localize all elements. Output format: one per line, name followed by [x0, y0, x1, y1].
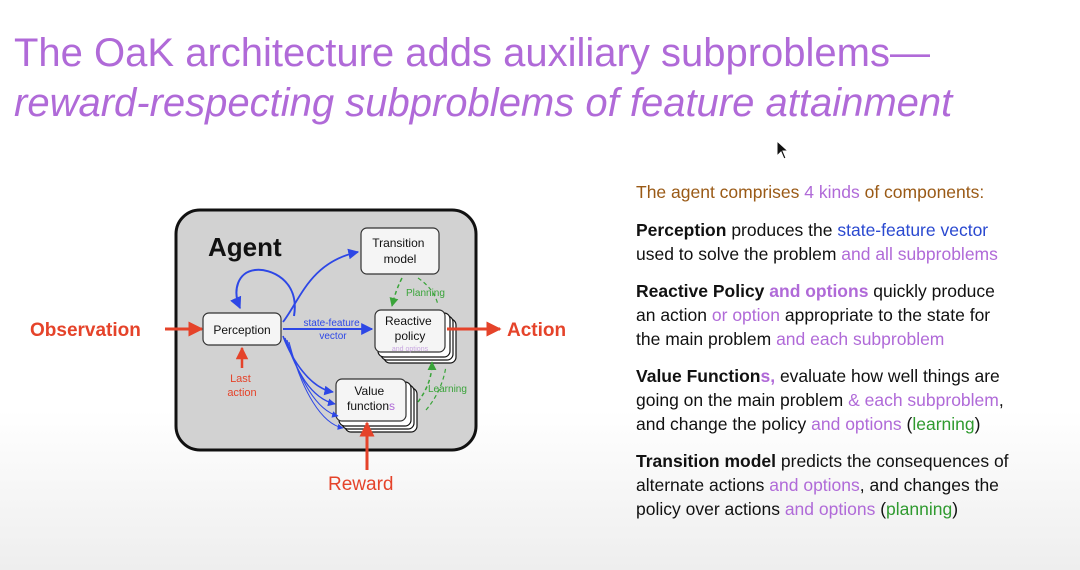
policy-heading: Reactive Policy	[636, 281, 765, 301]
policy-text-2: an action	[636, 305, 712, 325]
state-feature-label-2: vector	[319, 331, 347, 342]
transition-model-label-1: Transition	[372, 236, 424, 250]
value-functions-label-stem: function	[347, 399, 389, 413]
intro-count: 4	[804, 182, 815, 202]
mouse-cursor-icon	[776, 140, 790, 160]
value-text-9: )	[974, 414, 981, 434]
reactive-policy-label-2: policy	[395, 329, 426, 343]
learning-label: Learning	[428, 384, 467, 395]
planning-label: Planning	[406, 288, 445, 299]
transition-text-3: and options	[769, 475, 860, 495]
perception-label: Perception	[213, 323, 270, 337]
policy-text-1: quickly produce	[868, 281, 995, 301]
reactive-policy-label: Reactive policy	[385, 314, 435, 343]
transition-text-6: and options	[784, 499, 876, 519]
transition-text-1: predicts the consequences of	[776, 451, 1009, 471]
state-feature-label-1: state-feature	[304, 318, 361, 329]
transition-model-box	[360, 227, 440, 275]
value-functions-label-plural: s	[389, 399, 395, 413]
components-panel: The agent comprises 4 kinds of component…	[636, 180, 1076, 534]
learning-arrow-2	[425, 365, 447, 411]
value-functions-label: Value functions	[347, 384, 395, 413]
transition-text-4: , and changes the	[859, 475, 999, 495]
value-functions-label-1: Value	[354, 384, 384, 398]
perception-to-value-arrow-3	[286, 339, 339, 418]
intro-kinds: kinds	[814, 182, 860, 202]
state-feature-label: state-feature vector	[304, 318, 363, 342]
last-action-label: Last action	[227, 373, 256, 399]
transition-model-label-2: model	[384, 252, 417, 266]
intro-text-d: of components:	[859, 182, 985, 202]
reactive-policy-label-1: Reactive	[385, 314, 432, 328]
policy-text-4: appropriate to the state for	[780, 305, 991, 325]
planning-arrow-2	[417, 277, 439, 306]
policy-description: Reactive Policy and options quickly prod…	[636, 279, 1076, 351]
perception-text-3: used to solve the problem	[636, 244, 842, 264]
perception-loop-arrow	[230, 268, 296, 317]
perception-heading: Perception	[636, 220, 727, 240]
slide-title: The OaK architecture adds auxiliary subp…	[14, 28, 1074, 128]
agent-label: Agent	[208, 232, 282, 262]
value-description: Value Functions, evaluate how well thing…	[636, 364, 1076, 436]
transition-description: Transition model predicts the consequenc…	[636, 449, 1076, 521]
value-text-6: and options	[811, 414, 902, 434]
observation-label: Observation	[30, 320, 141, 341]
perception-box	[202, 312, 282, 346]
transition-heading: Transition model	[636, 451, 777, 471]
value-functions-label-2: functions	[347, 399, 395, 413]
perception-description: Perception produces the state-feature ve…	[636, 218, 1076, 266]
last-action-label-2: action	[227, 387, 256, 399]
perception-to-value-arrow-1	[282, 335, 334, 396]
title-line-1: The OaK architecture adds auxiliary subp…	[14, 31, 930, 75]
title-line-2: reward-respecting subproblems of feature…	[14, 81, 953, 125]
reactive-policy-box	[374, 309, 446, 353]
value-text-3: & each subproblem	[848, 390, 999, 410]
intro-text-a: The agent comprises	[636, 182, 805, 202]
value-functions-box	[335, 378, 407, 422]
perception-to-value-arrow-2	[284, 337, 336, 407]
policy-heading-options: and options	[764, 281, 869, 301]
transition-model-label: Transition model	[372, 236, 428, 266]
transition-text-9: )	[952, 499, 959, 519]
value-text-5: and change the policy	[636, 414, 812, 434]
policy-text-5: the main problem	[636, 329, 777, 349]
value-text-2: going on the main problem	[636, 390, 849, 410]
value-text-4: ,	[998, 390, 1004, 410]
perception-to-transition-arrow	[282, 248, 360, 323]
planning-arrow	[389, 277, 403, 307]
perception-text-1: produces the	[726, 220, 838, 240]
perception-text-2: state-feature vector	[837, 220, 989, 240]
value-text-1: evaluate how well things are	[775, 366, 1000, 386]
last-action-label-1: Last	[230, 373, 251, 385]
policy-options-faded-label: and options	[392, 346, 429, 353]
value-text-8: learning	[912, 414, 975, 434]
value-text-7: (	[901, 414, 913, 434]
value-heading: Value Function	[636, 366, 761, 386]
transition-text-2: alternate actions	[636, 475, 770, 495]
policy-text-3: or option	[711, 305, 780, 325]
reward-label: Reward	[328, 474, 393, 495]
transition-text-7: (	[875, 499, 887, 519]
learning-arrow	[417, 361, 437, 403]
policy-text-6: and each subproblem	[776, 329, 945, 349]
perception-text-4: and all subproblems	[841, 244, 998, 264]
perception-to-value-arrow-4	[288, 341, 344, 430]
transition-text-8: planning	[886, 499, 953, 519]
components-intro: The agent comprises 4 kinds of component…	[636, 180, 1076, 204]
transition-text-5: policy over actions	[636, 499, 785, 519]
value-heading-plural: s,	[760, 366, 776, 386]
action-label: Action	[507, 320, 566, 341]
